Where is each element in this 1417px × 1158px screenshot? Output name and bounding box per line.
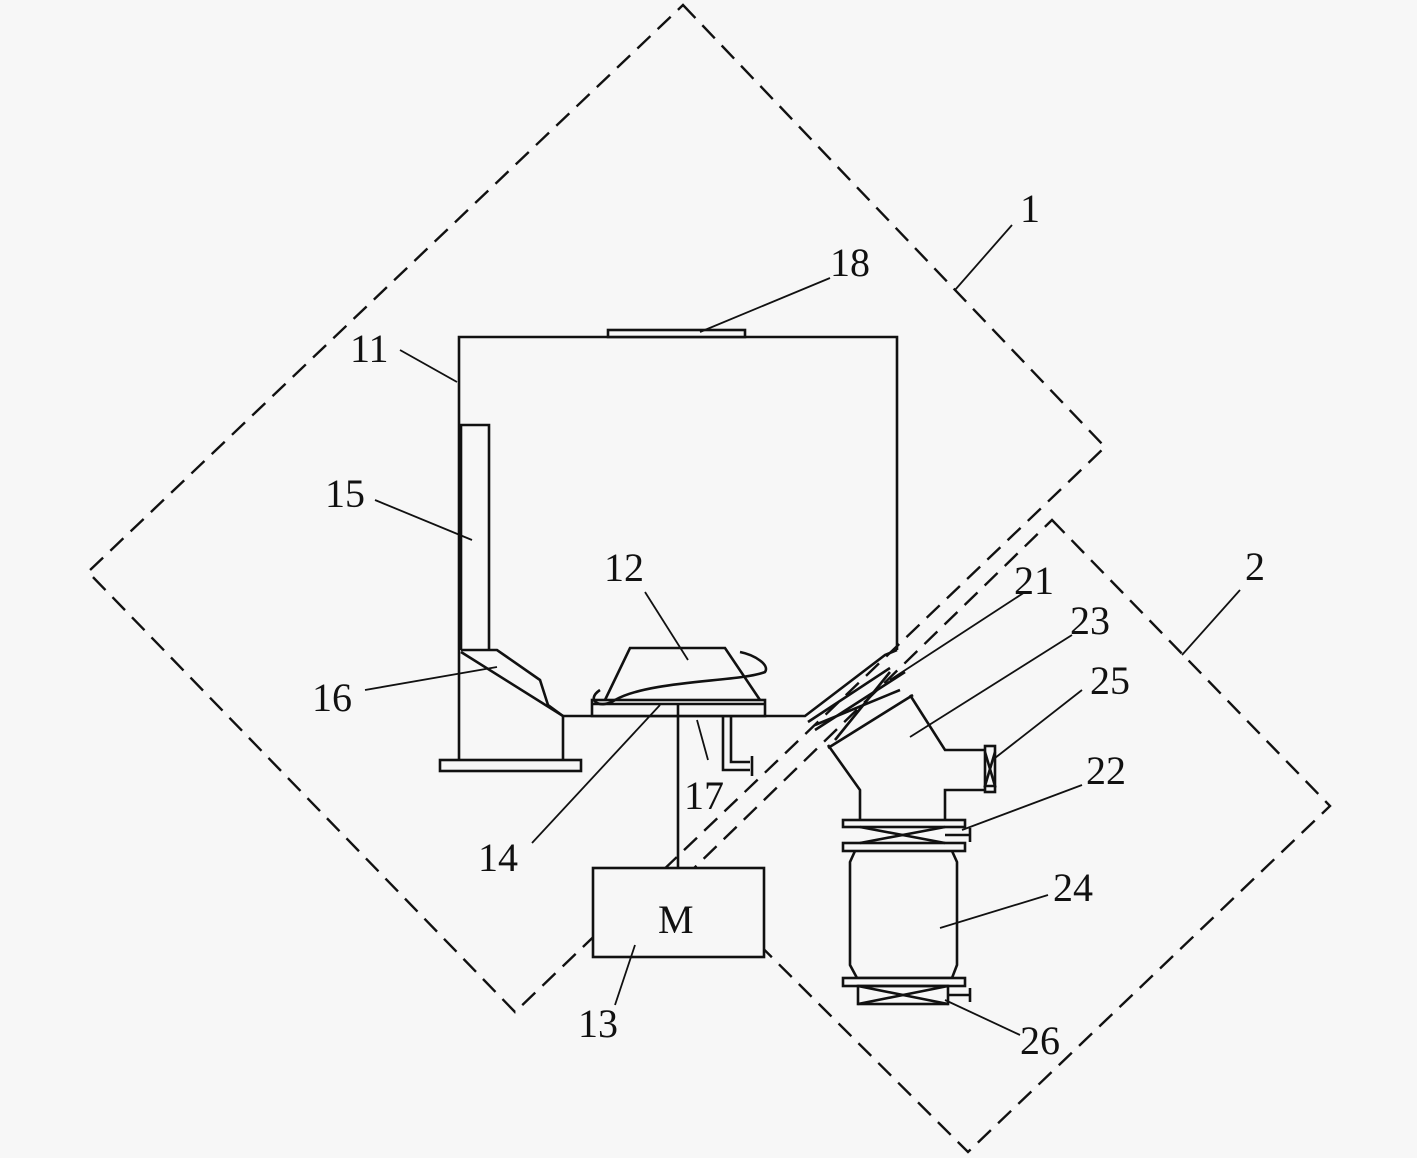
drain-pipe <box>721 716 754 776</box>
motor <box>591 866 766 959</box>
tank <box>438 328 899 773</box>
label-15: 15 <box>325 471 365 516</box>
label-2: 2 <box>1245 544 1265 589</box>
label-26: 26 <box>1020 1018 1060 1063</box>
label-11: 11 <box>350 326 389 371</box>
label-25: 25 <box>1090 658 1130 703</box>
upper-valve <box>841 818 972 853</box>
group-2-boundary <box>686 518 1332 1154</box>
label-16: 16 <box>312 675 352 720</box>
body <box>826 694 985 820</box>
side-valve <box>983 744 997 794</box>
group-1-boundary <box>86 3 1107 1014</box>
connecting-valve <box>807 666 914 750</box>
leader-lines <box>364 224 1241 1036</box>
label-23: 23 <box>1070 598 1110 643</box>
label-21: 21 <box>1014 558 1054 603</box>
lower-valve <box>841 976 972 1006</box>
post <box>459 423 491 650</box>
motor-letter: M <box>658 897 694 942</box>
inlet-chute <box>460 648 564 718</box>
base-plate <box>438 758 583 773</box>
label-17: 17 <box>684 773 724 818</box>
top-plate <box>606 328 747 339</box>
label-22: 22 <box>1086 748 1126 793</box>
label-1: 1 <box>1020 186 1040 231</box>
label-18: 18 <box>830 240 870 285</box>
label-14: 14 <box>478 835 518 880</box>
collection-cylinder <box>848 850 959 980</box>
label-24: 24 <box>1053 865 1093 910</box>
label-12: 12 <box>604 545 644 590</box>
label-13: 13 <box>578 1001 618 1046</box>
